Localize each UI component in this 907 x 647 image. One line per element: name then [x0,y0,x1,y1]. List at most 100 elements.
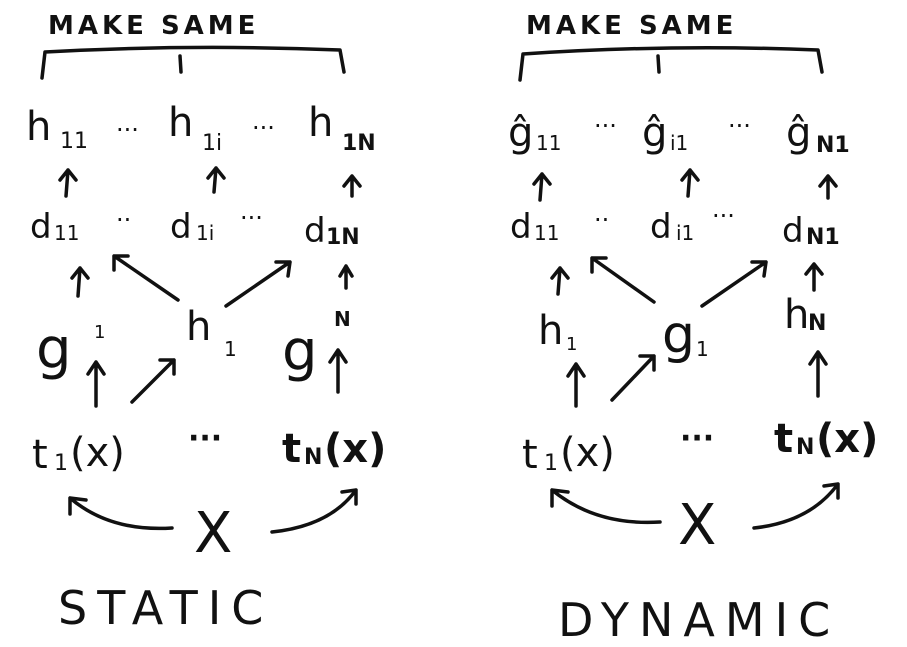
dynamic-arrow-g1-di1 [590,256,656,304]
static-t-row: t 1 (x) ··· t N (x) [32,421,386,478]
dynamic-hN-symbol: h [784,292,809,338]
static-top-ellipsis-1: ··· [116,116,139,144]
static-h1i-symbol: h [168,100,193,146]
static-tN-subscript: N [304,445,322,470]
static-g-symbol: g [36,317,72,382]
dynamic-top-ellipsis-1: ··· [594,112,617,140]
static-d11-subscript: 11 [54,221,79,245]
static-tN-argument: (x) [324,426,386,472]
dynamic-dN1-symbol: d [782,211,804,251]
dynamic-t1-subscript: 1 [544,451,558,476]
static-h1N-symbol: h [308,100,333,146]
static-arrow-t1-g [86,360,106,408]
dynamic-d-row: d 11 ·· d i1 ··· d N1 [510,202,840,251]
dynamic-tN-symbol: t [774,416,793,462]
static-d1N-symbol: d [304,211,326,251]
dynamic-t-row: t 1 (x) ··· t N (x) [522,416,878,478]
static-h1-symbol: h [186,304,211,350]
dynamic-arrow-t1-g1 [610,354,656,402]
static-d-ellipsis-2: ··· [240,204,263,232]
static-t1-subscript: 1 [54,451,68,476]
dynamic-arrow-x-t1 [550,488,662,525]
dynamic-bracket [518,46,824,82]
dynamic-t1-symbol: t [522,432,538,478]
dynamic-arrow-di1-gi1 [680,168,700,198]
dynamic-tN-subscript: N [796,435,814,460]
static-mid-row: g 1 h 1 g N [36,304,351,384]
static-arrow-tN-gN [328,348,348,394]
static-heading: MAKE SAME [48,11,259,41]
dynamic-arrow-g1-dN1 [700,260,768,308]
static-d1N-subscript: 1N [326,225,360,250]
dynamic-h1-subscript: 1 [566,334,577,355]
dynamic-d-ellipsis-2: ··· [712,202,735,230]
static-input-x: X [194,501,232,566]
dynamic-gN1-subscript: N1 [816,133,850,158]
dynamic-gi1-subscript: i1 [670,131,688,155]
static-bracket [40,45,346,80]
static-gN-symbol: g [282,319,318,384]
static-arrow-t1-h1 [130,358,176,404]
dynamic-gi1-symbol: ĝ [642,110,667,156]
static-top-ellipsis-2: ··· [252,114,275,142]
static-bracket-tick [178,54,183,74]
dynamic-h1-symbol: h [538,308,563,354]
static-arrow-h1-d1N [224,260,292,308]
static-h1-subscript: 1 [224,337,237,361]
dynamic-g1-subscript: 1 [696,337,709,361]
static-h1i-subscript: 1i [202,131,222,156]
static-tN-symbol: t [282,426,301,472]
dynamic-mid-row: h 1 g 1 h N [538,292,826,365]
dynamic-bracket-tick [656,54,661,74]
dynamic-t-ellipsis: ··· [680,421,714,456]
dynamic-arrow-d11-g11 [532,172,552,202]
static-arrow-h1-d1i [112,254,180,302]
dynamic-t1-argument: (x) [560,430,615,476]
static-top-row: h 11 ··· h 1i ··· h 1N [26,100,376,156]
dynamic-arrow-tN-hN [808,350,828,398]
dynamic-d11-subscript: 11 [534,221,559,245]
static-h11-subscript: 11 [60,129,88,154]
static-t1-argument: (x) [70,430,125,476]
dynamic-di1-subscript: i1 [676,221,694,245]
dynamic-diagram: MAKE SAME ĝ 11 ··· ĝ i1 ··· ĝ N1 d 11 ··… [508,11,878,647]
static-arrow-gN-d1N [338,264,354,290]
static-arrow-g-d11 [70,266,90,298]
static-h11-symbol: h [26,104,51,150]
dynamic-d11-symbol: d [510,207,532,247]
static-d-row: d 11 ·· d 1i ··· d 1N [30,204,360,251]
dynamic-arrow-x-tN [752,482,840,530]
dynamic-top-row: ĝ 11 ··· ĝ i1 ··· ĝ N1 [508,110,850,158]
dynamic-arrow-t1-h1 [566,362,586,408]
dynamic-dN1-subscript: N1 [806,225,840,250]
dynamic-input-x: X [678,493,716,558]
dynamic-d-ellipsis-1: ·· [594,206,609,234]
static-arrow-d11-h11 [58,168,78,198]
dynamic-tN-argument: (x) [816,416,878,462]
dynamic-caption: DYNAMIC [558,593,840,647]
static-d-ellipsis-1: ·· [116,206,131,234]
dynamic-g1-symbol: g [662,305,695,365]
static-diagram: MAKE SAME h 11 ··· h 1i ··· h 1N d 11 ··… [26,11,386,635]
dynamic-di1-symbol: d [650,207,672,247]
dynamic-arrow-dN1-gN1 [818,174,838,200]
static-arrow-x-t1 [68,496,174,531]
dynamic-g11-symbol: ĝ [508,110,533,156]
static-h1N-subscript: 1N [342,131,376,156]
static-t1-symbol: t [32,432,48,478]
dynamic-top-ellipsis-2: ··· [728,112,751,140]
static-arrow-x-tN [270,488,358,534]
dynamic-arrow-hN-dN1 [804,262,824,292]
dynamic-gN1-symbol: ĝ [786,110,811,156]
dynamic-g11-subscript: 11 [536,131,561,155]
static-arrow-d1i-h1i [206,166,226,194]
static-d1i-subscript: 1i [196,221,214,245]
dynamic-heading: MAKE SAME [526,11,737,41]
static-g-superscript: 1 [94,322,105,343]
static-d11-symbol: d [30,207,52,247]
static-t-ellipsis: ··· [188,421,222,456]
static-caption: STATIC [58,581,273,635]
static-arrow-d1N-h1N [342,174,362,198]
dynamic-arrow-h1-d11 [550,266,570,296]
